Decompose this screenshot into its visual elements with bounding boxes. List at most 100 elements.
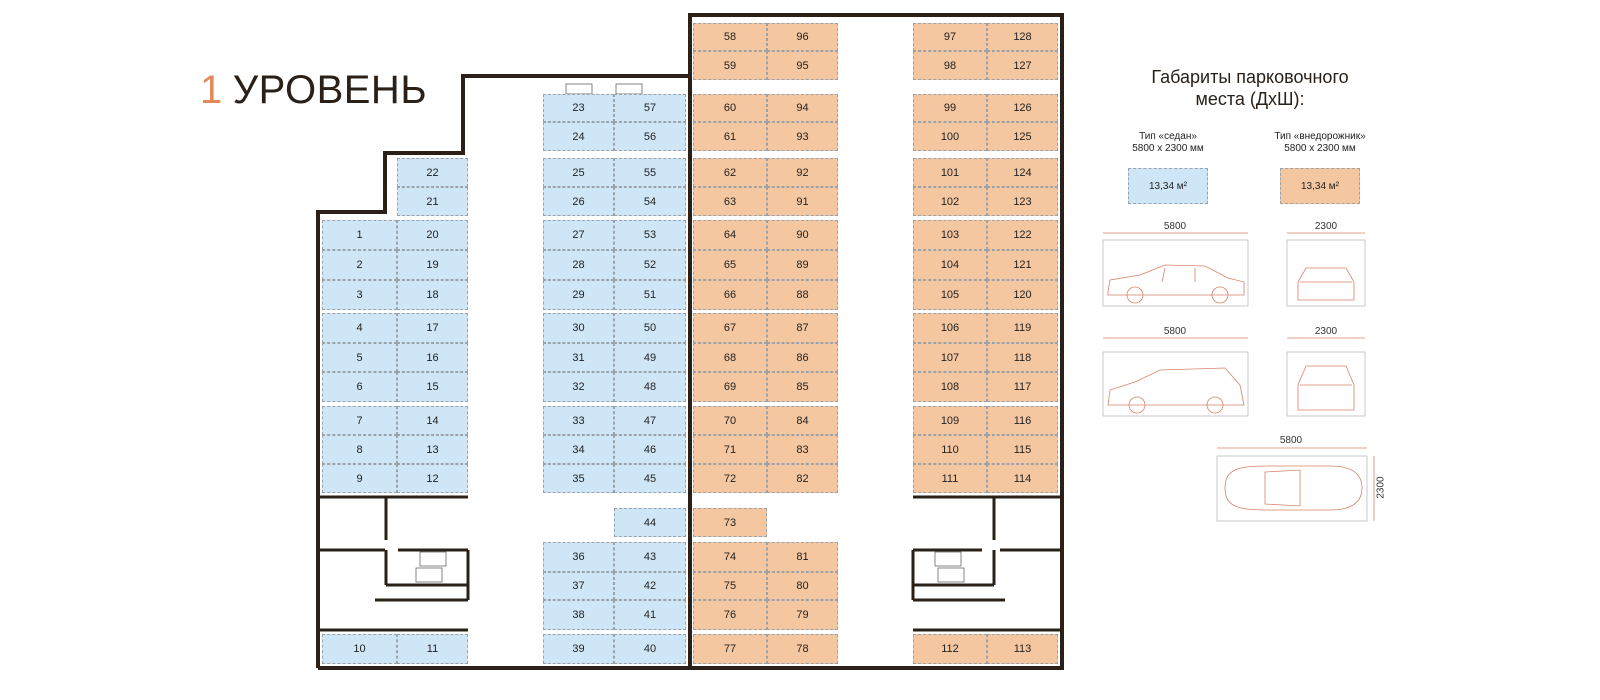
parking-spot-12[interactable]: 12 [397, 464, 468, 493]
parking-spot-97[interactable]: 97 [913, 23, 987, 51]
parking-spot-51[interactable]: 51 [614, 280, 686, 310]
parking-spot-43[interactable]: 43 [614, 542, 686, 572]
parking-spot-31[interactable]: 31 [543, 343, 614, 372]
parking-spot-58[interactable]: 58 [693, 23, 767, 51]
parking-spot-67[interactable]: 67 [693, 313, 767, 343]
parking-spot-39[interactable]: 39 [543, 634, 614, 664]
parking-spot-54[interactable]: 54 [614, 187, 686, 216]
parking-spot-16[interactable]: 16 [397, 343, 468, 372]
parking-spot-14[interactable]: 14 [397, 406, 468, 435]
parking-spot-113[interactable]: 113 [987, 634, 1058, 664]
parking-spot-29[interactable]: 29 [543, 280, 614, 310]
parking-spot-6[interactable]: 6 [322, 372, 397, 402]
parking-spot-20[interactable]: 20 [397, 220, 468, 250]
parking-spot-80[interactable]: 80 [767, 572, 838, 600]
parking-spot-61[interactable]: 61 [693, 122, 767, 151]
parking-spot-64[interactable]: 64 [693, 220, 767, 250]
parking-spot-15[interactable]: 15 [397, 372, 468, 402]
parking-spot-11[interactable]: 11 [397, 634, 468, 664]
parking-spot-32[interactable]: 32 [543, 372, 614, 402]
parking-spot-56[interactable]: 56 [614, 122, 686, 151]
parking-spot-35[interactable]: 35 [543, 464, 614, 493]
parking-spot-124[interactable]: 124 [987, 158, 1058, 187]
parking-spot-40[interactable]: 40 [614, 634, 686, 664]
parking-spot-52[interactable]: 52 [614, 250, 686, 280]
parking-spot-23[interactable]: 23 [543, 94, 614, 122]
parking-spot-87[interactable]: 87 [767, 313, 838, 343]
parking-spot-13[interactable]: 13 [397, 435, 468, 464]
parking-spot-119[interactable]: 119 [987, 313, 1058, 343]
parking-spot-78[interactable]: 78 [767, 634, 838, 664]
parking-spot-21[interactable]: 21 [397, 187, 468, 216]
parking-spot-77[interactable]: 77 [693, 634, 767, 664]
parking-spot-126[interactable]: 126 [987, 94, 1058, 122]
parking-spot-122[interactable]: 122 [987, 220, 1058, 250]
parking-spot-36[interactable]: 36 [543, 542, 614, 572]
parking-spot-121[interactable]: 121 [987, 250, 1058, 280]
parking-spot-28[interactable]: 28 [543, 250, 614, 280]
parking-spot-27[interactable]: 27 [543, 220, 614, 250]
parking-spot-114[interactable]: 114 [987, 464, 1058, 493]
parking-spot-99[interactable]: 99 [913, 94, 987, 122]
parking-spot-5[interactable]: 5 [322, 343, 397, 372]
parking-spot-65[interactable]: 65 [693, 250, 767, 280]
parking-spot-49[interactable]: 49 [614, 343, 686, 372]
parking-spot-94[interactable]: 94 [767, 94, 838, 122]
parking-spot-34[interactable]: 34 [543, 435, 614, 464]
parking-spot-7[interactable]: 7 [322, 406, 397, 435]
parking-spot-25[interactable]: 25 [543, 158, 614, 187]
parking-spot-103[interactable]: 103 [913, 220, 987, 250]
parking-spot-2[interactable]: 2 [322, 250, 397, 280]
parking-spot-10[interactable]: 10 [322, 634, 397, 664]
parking-spot-72[interactable]: 72 [693, 464, 767, 493]
parking-spot-26[interactable]: 26 [543, 187, 614, 216]
parking-spot-19[interactable]: 19 [397, 250, 468, 280]
parking-spot-3[interactable]: 3 [322, 280, 397, 310]
parking-spot-42[interactable]: 42 [614, 572, 686, 600]
parking-spot-91[interactable]: 91 [767, 187, 838, 216]
parking-spot-108[interactable]: 108 [913, 372, 987, 402]
parking-spot-4[interactable]: 4 [322, 313, 397, 343]
parking-spot-37[interactable]: 37 [543, 572, 614, 600]
parking-spot-85[interactable]: 85 [767, 372, 838, 402]
parking-spot-8[interactable]: 8 [322, 435, 397, 464]
parking-spot-1[interactable]: 1 [322, 220, 397, 250]
parking-spot-123[interactable]: 123 [987, 187, 1058, 216]
parking-spot-63[interactable]: 63 [693, 187, 767, 216]
parking-spot-105[interactable]: 105 [913, 280, 987, 310]
parking-spot-112[interactable]: 112 [913, 634, 987, 664]
parking-spot-18[interactable]: 18 [397, 280, 468, 310]
parking-spot-66[interactable]: 66 [693, 280, 767, 310]
parking-spot-127[interactable]: 127 [987, 51, 1058, 80]
parking-spot-75[interactable]: 75 [693, 572, 767, 600]
parking-spot-82[interactable]: 82 [767, 464, 838, 493]
parking-spot-101[interactable]: 101 [913, 158, 987, 187]
parking-spot-89[interactable]: 89 [767, 250, 838, 280]
parking-spot-41[interactable]: 41 [614, 600, 686, 630]
parking-spot-71[interactable]: 71 [693, 435, 767, 464]
parking-spot-115[interactable]: 115 [987, 435, 1058, 464]
parking-spot-95[interactable]: 95 [767, 51, 838, 80]
parking-spot-9[interactable]: 9 [322, 464, 397, 493]
parking-spot-128[interactable]: 128 [987, 23, 1058, 51]
parking-spot-104[interactable]: 104 [913, 250, 987, 280]
parking-spot-102[interactable]: 102 [913, 187, 987, 216]
parking-spot-111[interactable]: 111 [913, 464, 987, 493]
parking-spot-22[interactable]: 22 [397, 158, 468, 187]
parking-spot-69[interactable]: 69 [693, 372, 767, 402]
parking-spot-100[interactable]: 100 [913, 122, 987, 151]
parking-spot-84[interactable]: 84 [767, 406, 838, 435]
parking-spot-45[interactable]: 45 [614, 464, 686, 493]
parking-spot-116[interactable]: 116 [987, 406, 1058, 435]
parking-spot-24[interactable]: 24 [543, 122, 614, 151]
parking-spot-93[interactable]: 93 [767, 122, 838, 151]
parking-spot-68[interactable]: 68 [693, 343, 767, 372]
parking-spot-98[interactable]: 98 [913, 51, 987, 80]
parking-spot-57[interactable]: 57 [614, 94, 686, 122]
parking-spot-53[interactable]: 53 [614, 220, 686, 250]
parking-spot-73[interactable]: 73 [693, 508, 767, 537]
parking-spot-76[interactable]: 76 [693, 600, 767, 630]
parking-spot-62[interactable]: 62 [693, 158, 767, 187]
parking-spot-125[interactable]: 125 [987, 122, 1058, 151]
parking-spot-79[interactable]: 79 [767, 600, 838, 630]
